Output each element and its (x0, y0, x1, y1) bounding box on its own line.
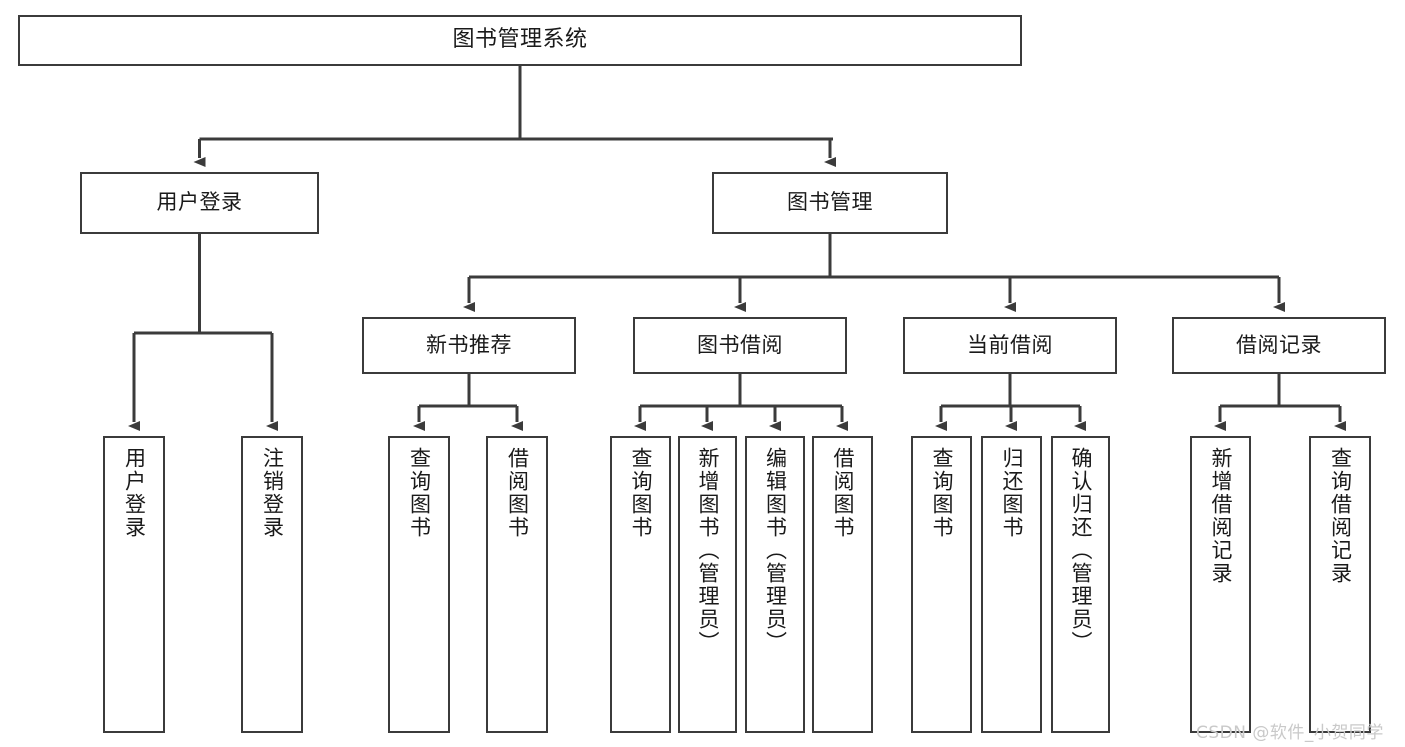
node-leaf-search-borrow-record[interactable]: 查询借阅记录 (1309, 436, 1371, 733)
node-leaf-borrow-book-recommend[interactable]: 借阅图书 (486, 436, 548, 733)
node-leaf-search-book-recommend[interactable]: 查询图书 (388, 436, 450, 733)
node-leaf-confirm-return-admin-label: 确认归还（管理员） (1068, 447, 1093, 654)
node-level2-book-borrow-label: 图书借阅 (697, 332, 783, 357)
node-leaf-search-book-borrow[interactable]: 查询图书 (610, 436, 671, 733)
node-level2-borrow-record[interactable]: 借阅记录 (1172, 317, 1386, 374)
node-leaf-add-book-admin[interactable]: 新增图书（管理员） (678, 436, 737, 733)
node-level2-borrow-record-label: 借阅记录 (1236, 332, 1322, 357)
node-level2-current-borrow[interactable]: 当前借阅 (903, 317, 1117, 374)
node-leaf-logout-label: 注销登录 (260, 447, 285, 539)
node-leaf-search-borrow-record-label: 查询借阅记录 (1328, 447, 1353, 585)
node-level2-new-book-recommend-label: 新书推荐 (426, 332, 512, 357)
node-level1-user-login[interactable]: 用户登录 (80, 172, 319, 234)
node-leaf-borrow-book-label: 借阅图书 (830, 447, 855, 539)
node-leaf-edit-book-admin[interactable]: 编辑图书（管理员） (745, 436, 805, 733)
node-leaf-borrow-book[interactable]: 借阅图书 (812, 436, 873, 733)
node-leaf-return-book-label: 归还图书 (999, 447, 1024, 539)
node-leaf-confirm-return-admin[interactable]: 确认归还（管理员） (1051, 436, 1110, 733)
node-level2-current-borrow-label: 当前借阅 (967, 332, 1053, 357)
node-root[interactable]: 图书管理系统 (18, 15, 1022, 66)
node-leaf-search-book-current-label: 查询图书 (929, 447, 954, 539)
node-leaf-search-book-current[interactable]: 查询图书 (911, 436, 972, 733)
node-leaf-logout[interactable]: 注销登录 (241, 436, 303, 733)
node-level1-book-management-label: 图书管理 (787, 190, 873, 215)
node-level2-book-borrow[interactable]: 图书借阅 (633, 317, 847, 374)
node-level2-new-book-recommend[interactable]: 新书推荐 (362, 317, 576, 374)
node-leaf-return-book[interactable]: 归还图书 (981, 436, 1042, 733)
node-leaf-user-login-label: 用户登录 (122, 447, 147, 539)
node-leaf-add-borrow-record[interactable]: 新增借阅记录 (1190, 436, 1251, 733)
node-root-label: 图书管理系统 (452, 27, 588, 53)
node-leaf-add-book-admin-label: 新增图书（管理员） (695, 447, 720, 654)
csdn-watermark: CSDN @软件_小贺同学 (1196, 723, 1384, 743)
node-leaf-edit-book-admin-label: 编辑图书（管理员） (763, 447, 788, 654)
node-level1-user-login-label: 用户登录 (156, 190, 243, 215)
node-level1-book-management[interactable]: 图书管理 (712, 172, 948, 234)
node-leaf-search-book-recommend-label: 查询图书 (407, 447, 432, 539)
node-leaf-user-login[interactable]: 用户登录 (103, 436, 165, 733)
node-leaf-search-book-borrow-label: 查询图书 (628, 447, 653, 539)
node-leaf-borrow-book-recommend-label: 借阅图书 (505, 447, 530, 539)
node-leaf-add-borrow-record-label: 新增借阅记录 (1208, 447, 1233, 585)
